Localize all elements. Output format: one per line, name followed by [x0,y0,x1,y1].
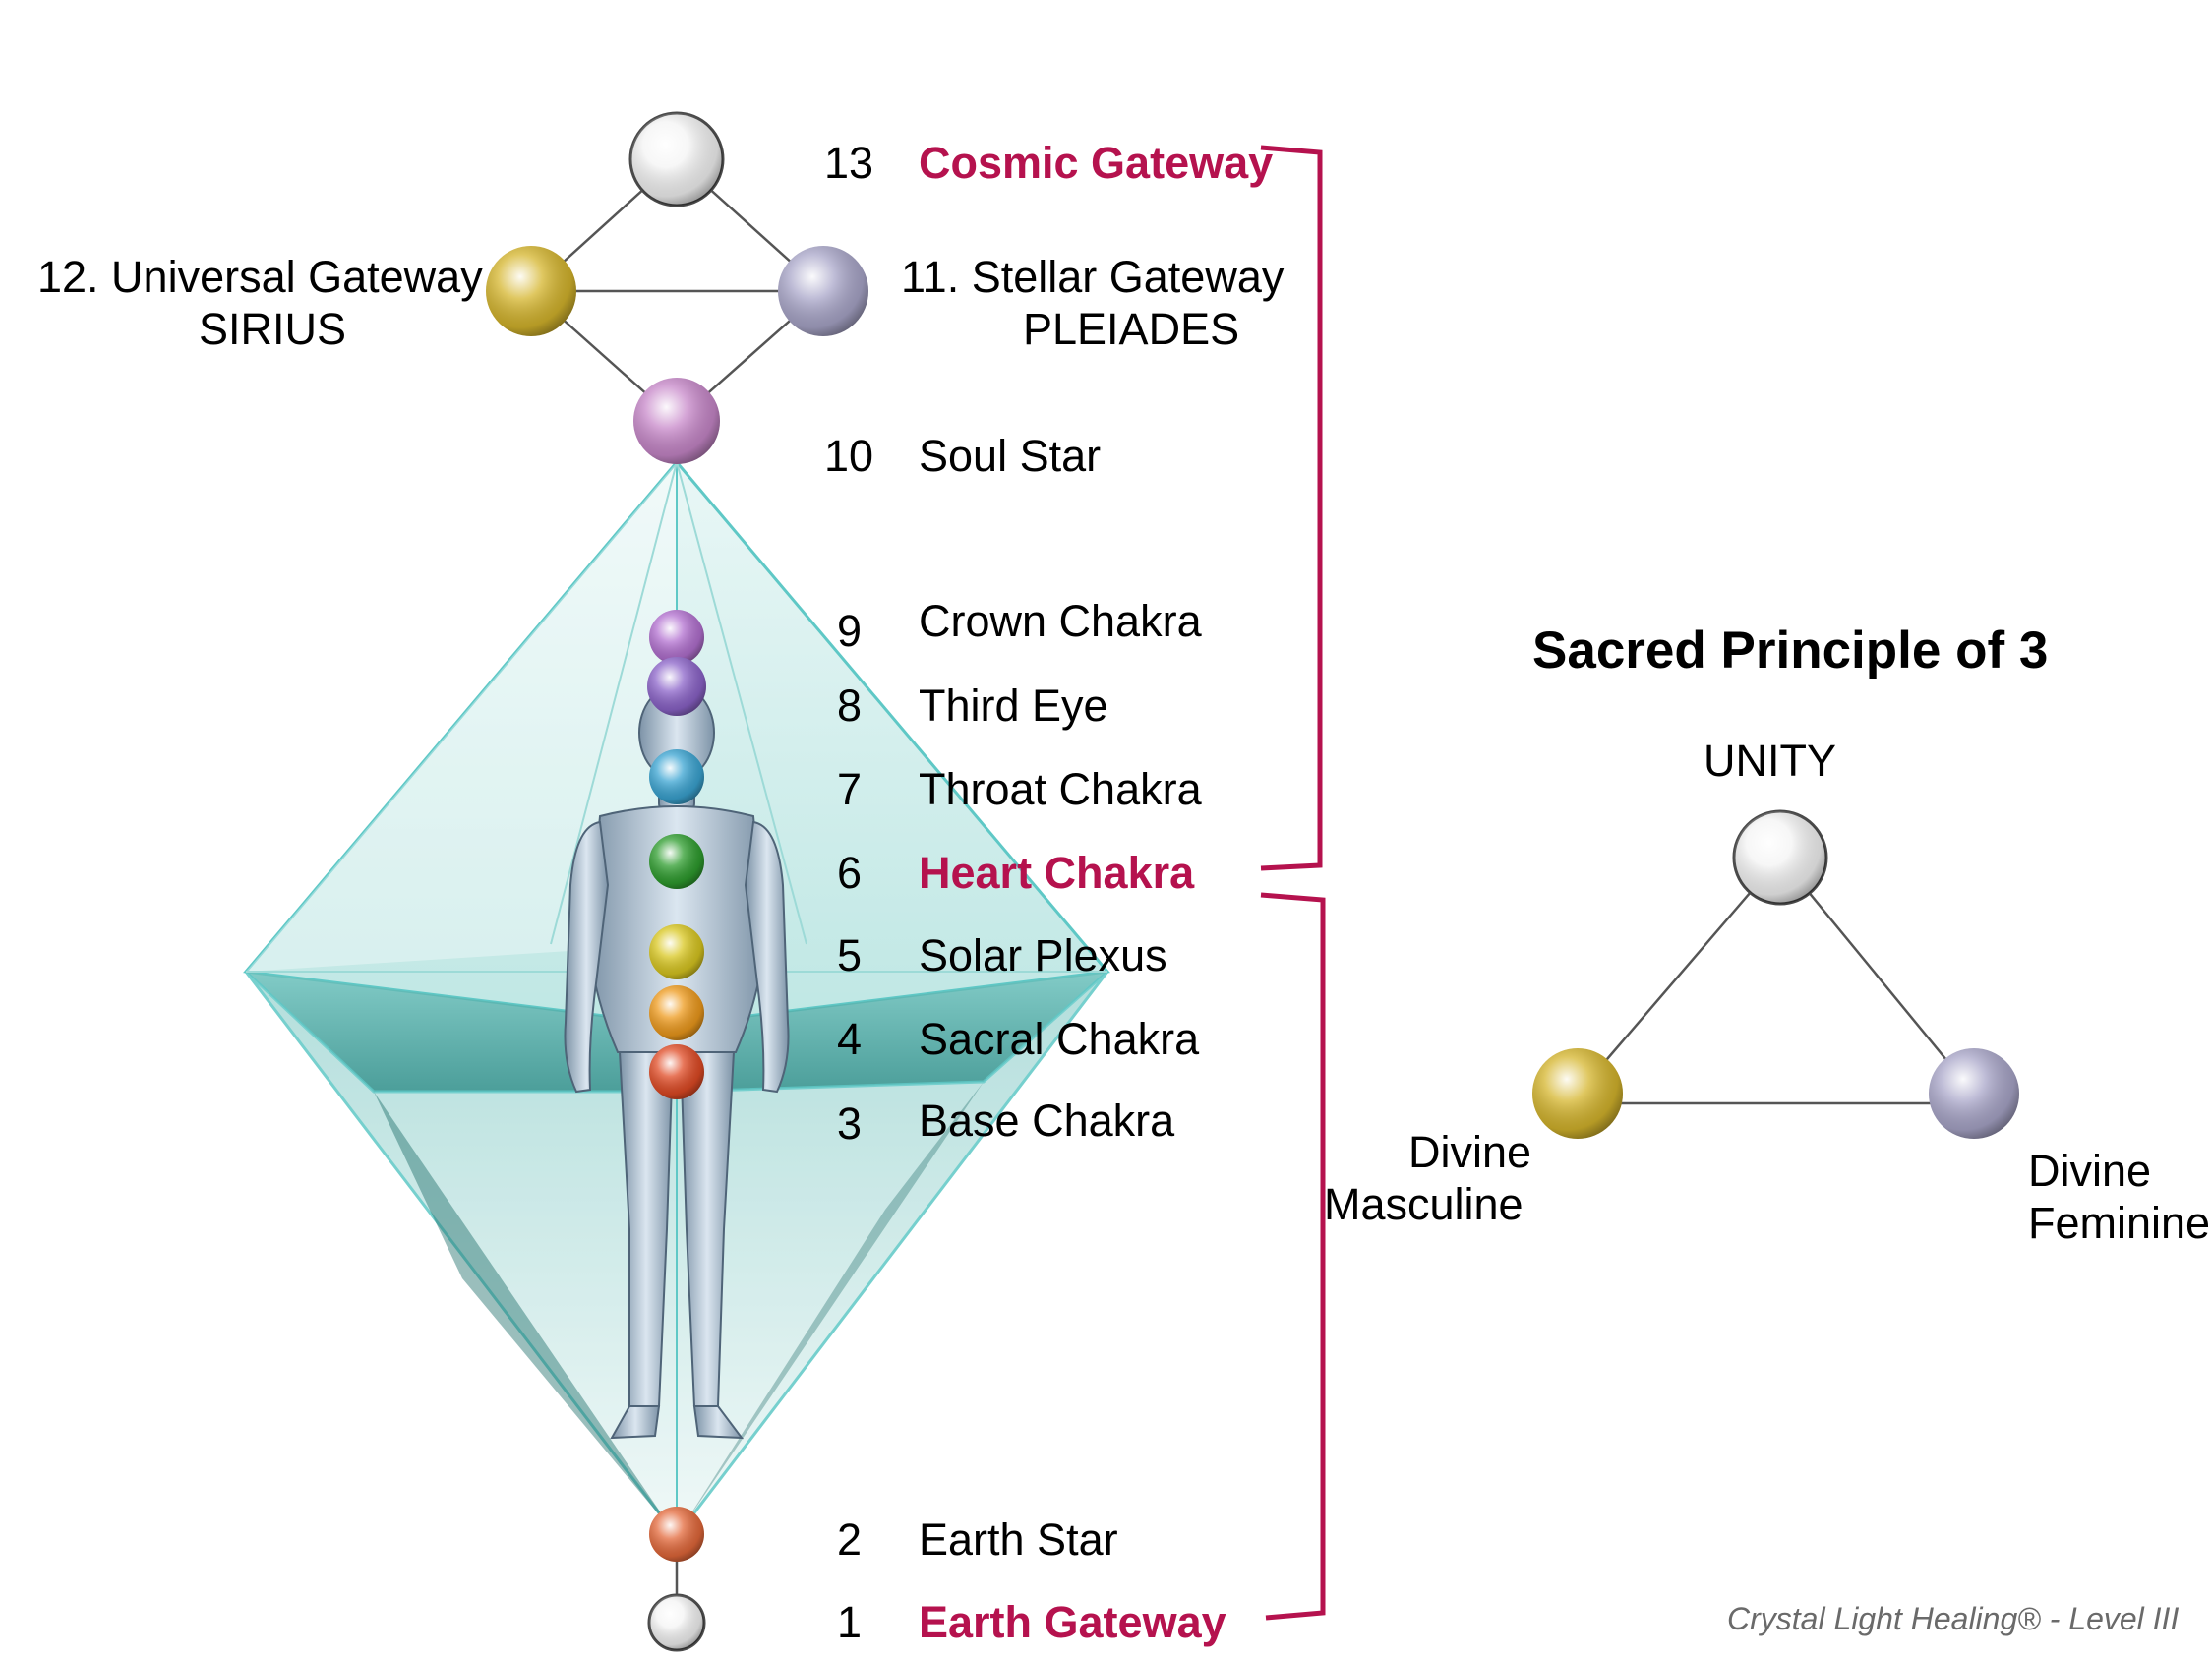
chakra-label-throat: Throat Chakra [919,764,1202,814]
earth-gateway-orb [647,1593,706,1652]
soul-star-orb [633,378,720,464]
chakra-label-heart: Heart Chakra [919,848,1195,898]
throat-chakra-orb [649,749,704,804]
chakra-label-sacral: Sacral Chakra [919,1014,1200,1064]
stellar-gateway-label: 11. Stellar Gateway [901,252,1285,302]
unity-label: UNITY [1704,736,1836,786]
chakra-label-cosmic-gateway: Cosmic Gateway [919,138,1274,188]
chakra-label-third-eye: Third Eye [919,681,1108,731]
divine-masculine-line2: Masculine [1324,1179,1524,1229]
chakra-number-8: 8 [836,681,862,731]
divine-masculine-line1: Divine [1408,1127,1532,1177]
unity-orb [1732,809,1828,906]
chakra-number-9: 9 [836,606,862,656]
universal-gateway-star: SIRIUS [199,304,347,354]
cosmic-gateway-orb [628,111,725,207]
chakra-number-10: 10 [823,431,873,481]
principle-triangle [1577,857,1975,1105]
crown-chakra-orb [649,610,704,665]
chakra-label-soul-star: Soul Star [919,431,1102,481]
footer-credit: Crystal Light Healing® - Level III [1727,1601,2180,1636]
chakra-number-6: 6 [836,848,862,898]
chakra-label-earth-star: Earth Star [919,1514,1118,1565]
upper-bracket [1260,145,1323,871]
chakra-number-4: 4 [836,1014,862,1064]
chakra-label-solar-plexus: Solar Plexus [919,930,1167,980]
third-eye-orb [647,657,706,716]
universal-gateway-label: 12. Universal Gateway [37,252,483,302]
chakra-label-base: Base Chakra [919,1096,1175,1146]
chakra-label-earth-gateway: Earth Gateway [919,1597,1226,1647]
chakra-number-3: 3 [836,1098,862,1149]
heart-chakra-orb [649,834,704,889]
divine-feminine-line2: Feminine [2028,1198,2211,1248]
chakra-number-1: 1 [836,1597,862,1647]
chakra-label-crown: Crown Chakra [919,596,1202,646]
principle-title: Sacred Principle of 3 [1532,622,2049,680]
chakra-number-13: 13 [823,138,873,188]
chakra-number-7: 7 [836,764,862,814]
chakra-number-5: 5 [836,930,862,980]
sacral-chakra-orb [649,985,704,1040]
base-chakra-orb [649,1044,704,1099]
chakra-number-2: 2 [836,1514,862,1565]
stellar-gateway-orb [778,246,868,336]
solar-plexus-orb [649,924,704,979]
lower-bracket [1260,892,1326,1621]
universal-gateway-orb [486,246,576,336]
earth-star-orb [649,1507,704,1562]
stellar-gateway-star: PLEIADES [1023,304,1240,354]
divine-feminine-line1: Divine [2028,1146,2152,1196]
divine-masculine-orb [1532,1048,1623,1139]
divine-feminine-orb [1929,1048,2019,1139]
